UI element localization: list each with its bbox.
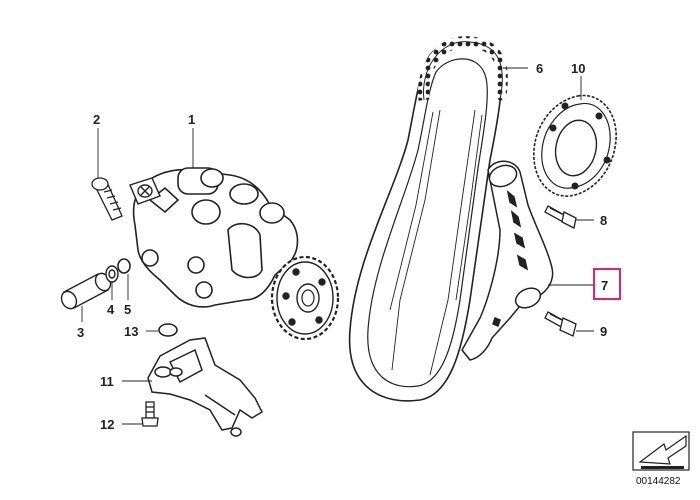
callout-7[interactable]: 7 <box>601 278 608 293</box>
callout-12[interactable]: 12 <box>100 417 114 432</box>
bolt-2 <box>91 177 123 221</box>
tensioner-rail <box>461 160 554 361</box>
sleeve-3 <box>60 272 112 310</box>
callout-4[interactable]: 4 <box>107 302 115 317</box>
catalog-stamp: 00144282 <box>632 431 690 487</box>
callout-9[interactable]: 9 <box>600 324 607 339</box>
bolt-8 <box>544 205 577 229</box>
bolt-12 <box>141 401 159 427</box>
callout-10[interactable]: 10 <box>571 61 585 76</box>
callout-6[interactable]: 6 <box>536 61 543 76</box>
callout-11[interactable]: 11 <box>100 374 114 389</box>
timing-chain <box>348 36 508 402</box>
callout-3[interactable]: 3 <box>77 325 84 340</box>
pump-cap <box>129 177 161 205</box>
suction-pipe <box>147 337 263 437</box>
catalog-number: 00144282 <box>636 476 681 487</box>
oil-pump <box>132 167 299 308</box>
arrow-icon <box>638 434 687 465</box>
washer-4 <box>105 265 119 283</box>
callout-13[interactable]: 13 <box>124 324 138 339</box>
callout-8[interactable]: 8 <box>600 213 607 228</box>
o-ring-5 <box>117 258 131 274</box>
callout-2[interactable]: 2 <box>93 112 100 127</box>
oil-pump-sprocket <box>270 255 340 341</box>
callout-1[interactable]: 1 <box>188 112 195 127</box>
bolt-9 <box>544 311 577 337</box>
callout-5[interactable]: 5 <box>124 302 131 317</box>
highlight-box-7 <box>593 268 621 300</box>
leader-lines <box>81 67 594 425</box>
o-ring-13 <box>158 323 178 337</box>
camshaft-sprocket <box>533 94 617 197</box>
